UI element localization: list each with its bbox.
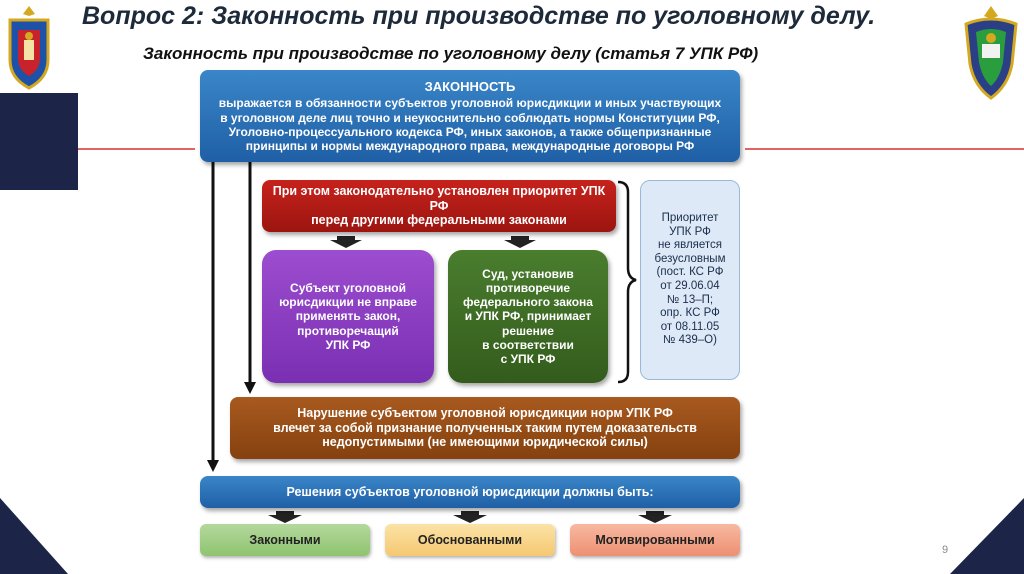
subject-box: Субъект уголовной юрисдикции не вправе п…	[262, 250, 434, 383]
violation-box: Нарушение субъектом уголовной юрисдикции…	[230, 397, 740, 459]
legality-header: ЗАКОННОСТЬ	[424, 79, 516, 95]
subject-line: применять закон,	[295, 309, 401, 324]
note-line: № 439–О)	[663, 334, 717, 347]
note-line: Приоритет	[661, 212, 719, 225]
court-line: с УПК РФ	[500, 351, 556, 366]
slide-title: Вопрос 2: Законность при производстве по…	[82, 2, 876, 30]
violation-line: влечет за собой признание полученных так…	[273, 420, 697, 435]
decisions-box: Решения субъектов уголовной юрисдикции д…	[200, 476, 740, 508]
subject-line: УПК РФ	[325, 337, 371, 352]
court-box: Суд, установив противоречие федерального…	[448, 250, 608, 383]
court-line: и УПК РФ, принимает	[464, 309, 592, 324]
note-line: № 13–П;	[666, 293, 714, 306]
priority-line: перед другими федеральными законами	[311, 213, 567, 228]
legality-line: принципы и нормы международного права, м…	[245, 138, 695, 153]
police-college-crest-icon	[2, 2, 56, 90]
court-line: решение	[502, 323, 554, 338]
subject-line: Субъект уголовной	[290, 281, 406, 296]
court-line: в соответствии	[482, 337, 574, 352]
police-academy-crest-icon	[960, 2, 1022, 102]
violation-line: недопустимыми (не имеющими юридической с…	[322, 435, 648, 450]
flow-arrows	[207, 162, 672, 523]
note-line: (пост. КС РФ	[656, 266, 724, 279]
note-line: УПК РФ	[669, 225, 711, 238]
left-navy-panel	[0, 93, 78, 190]
violation-line: Нарушение субъектом уголовной юрисдикции…	[297, 405, 673, 420]
court-line: противоречие	[485, 281, 571, 296]
legality-line: в уголовном деле лиц точно и неукоснител…	[220, 110, 720, 125]
court-line: федерального закона	[463, 295, 593, 310]
note-line: безусловным	[654, 252, 726, 265]
legality-line: выражается в обязанности субъектов уголо…	[218, 96, 722, 111]
legality-definition-box: ЗАКОННОСТЬ выражается в обязанности субъ…	[200, 70, 740, 162]
slide-subtitle: Законность при производстве по уголовном…	[143, 44, 759, 63]
requirement-justified: Обоснованными	[385, 524, 555, 556]
subject-line: противоречащий	[297, 323, 399, 338]
priority-line: При этом законодательно установлен приор…	[272, 183, 606, 213]
requirement-reasoned: Мотивированными	[570, 524, 740, 556]
legality-line: Уголовно-процессуального кодекса РФ, ины…	[228, 124, 712, 139]
bottom-left-corner-decoration	[0, 498, 68, 574]
page-number: 9	[941, 544, 949, 556]
bottom-right-corner-decoration	[950, 498, 1024, 574]
note-line: опр. КС РФ	[660, 307, 720, 320]
note-line: от 08.11.05	[660, 320, 720, 333]
priority-box: При этом законодательно установлен приор…	[262, 180, 616, 232]
requirement-lawful: Законными	[200, 524, 370, 556]
note-line: от 29.06.04	[660, 280, 720, 292]
note-line: не является	[657, 239, 723, 252]
subject-line: юрисдикции не вправе	[279, 295, 417, 310]
court-line: Суд, установив	[482, 266, 574, 281]
priority-note-box: Приоритет УПК РФ не является безусловным…	[640, 180, 740, 380]
